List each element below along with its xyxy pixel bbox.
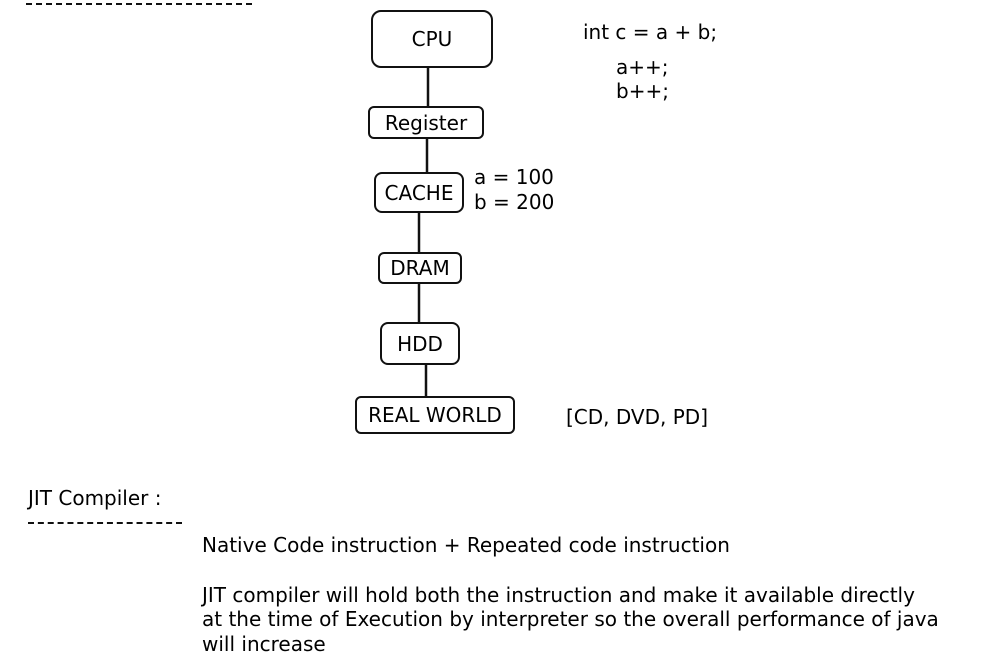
- register-label: Register: [384, 110, 468, 135]
- cache-value-a: a = 100: [474, 165, 554, 189]
- dram-node: DRAM: [378, 252, 462, 284]
- real-world-note: [CD, DVD, PD]: [566, 405, 708, 429]
- hdd-node: HDD: [380, 322, 460, 365]
- jit-summary: Native Code instruction + Repeated code …: [202, 533, 730, 557]
- jit-heading: JIT Compiler :: [28, 486, 162, 510]
- cache-value-b: b = 200: [474, 190, 555, 214]
- jit-description-line-3: will increase: [202, 632, 326, 656]
- real-world-node: REAL WORLD: [355, 396, 515, 434]
- jit-description-line-2: at the time of Execution by interpreter …: [202, 607, 939, 631]
- dram-label: DRAM: [390, 256, 450, 280]
- real-world-label: REAL WORLD: [368, 403, 502, 427]
- code-line-3: b++;: [616, 79, 669, 103]
- jit-description-line-1: JIT compiler will hold both the instruct…: [202, 583, 915, 607]
- register-node: Register: [368, 106, 484, 139]
- hdd-label: HDD: [397, 331, 443, 356]
- code-line-1: int c = a + b;: [583, 20, 718, 44]
- jit-heading-underline: [28, 522, 182, 524]
- cpu-node: CPU: [371, 10, 493, 68]
- cpu-label: CPU: [411, 27, 453, 51]
- cache-node: CACHE: [374, 172, 464, 213]
- top-dashed-rule: [26, 3, 252, 5]
- code-line-2: a++;: [616, 55, 669, 79]
- cache-label: CACHE: [384, 180, 454, 205]
